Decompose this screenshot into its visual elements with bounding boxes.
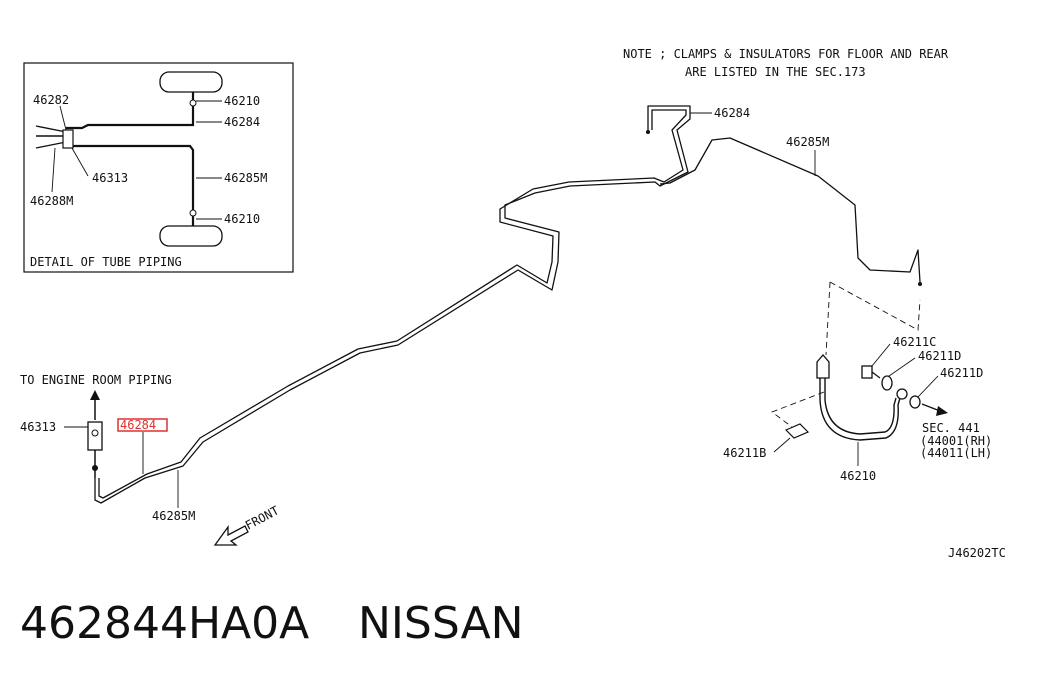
leader [773, 437, 791, 453]
leader [871, 343, 891, 367]
label-46285M-bottom: 46285M [152, 509, 195, 523]
hose-fitting-top [816, 354, 830, 379]
label-46284-top: 46284 [714, 106, 750, 120]
front-label: FRONT [243, 503, 281, 532]
front-arrow-icon [213, 524, 249, 546]
leader [888, 357, 916, 377]
connector-bolt [91, 429, 99, 437]
note-line-2: ARE LISTED IN THE SEC.173 [685, 65, 866, 79]
detail-label-46285M: 46285M [224, 171, 267, 185]
clip-46211B-icon [784, 423, 810, 439]
diagram-code: J46202TC [948, 546, 1006, 560]
detail-tube-top [66, 92, 195, 130]
detail-connector [62, 129, 74, 149]
label-46313: 46313 [20, 420, 56, 434]
label-46211D-2: 46211D [940, 366, 983, 380]
label-sec-441: SEC. 441 [922, 421, 980, 435]
connector-joint [92, 465, 98, 471]
bolt-46211C-icon [861, 365, 873, 379]
hose-46210 [819, 375, 901, 441]
brand-name: NISSAN [358, 598, 524, 649]
detail-label-46282: 46282 [33, 93, 69, 107]
label-46285M-top: 46285M [786, 135, 829, 149]
washer-46211D-icon [881, 375, 893, 391]
hose-fitting-end [896, 388, 908, 400]
label-sec-lh: (44011(LH) [920, 446, 992, 460]
main-tube [94, 105, 921, 504]
bolt-shaft [871, 371, 881, 379]
detail-label-46288M: 46288M [30, 194, 73, 208]
label-46211C: 46211C [893, 335, 936, 349]
sec-arrow-shaft [921, 403, 941, 412]
part-number: 462844HA0A [20, 598, 310, 649]
tube-end-right [918, 282, 922, 286]
detail-label-46313: 46313 [92, 171, 128, 185]
detail-caption: DETAIL OF TUBE PIPING [30, 255, 182, 269]
to-engine-room-label: TO ENGINE ROOM PIPING [20, 373, 172, 387]
detail-label-46210-top: 46210 [224, 94, 260, 108]
detail-wheel-top [159, 71, 223, 93]
label-46210: 46210 [840, 469, 876, 483]
label-46211B: 46211B [723, 446, 766, 460]
label-46284-highlight[interactable]: 46284 [120, 418, 156, 432]
detail-wheel-bottom [159, 225, 223, 247]
detail-box: 46282 46210 46284 46313 46285M 46210 462… [23, 62, 294, 273]
tube-end-top [646, 130, 650, 134]
leader [51, 147, 56, 193]
label-sec-rh: (44001(RH) [920, 434, 992, 448]
leader [71, 147, 89, 177]
leader [917, 375, 939, 398]
detail-tube-bottom [66, 144, 195, 226]
washer-46211D-2-icon [909, 395, 921, 409]
sec-arrow-icon [936, 406, 948, 416]
detail-inlet-tubes [35, 125, 67, 149]
highlight-box [117, 418, 168, 432]
detail-frame [23, 62, 294, 273]
label-46211D-1: 46211D [918, 349, 961, 363]
detail-label-46210-bottom: 46210 [224, 212, 260, 226]
detail-label-46284: 46284 [224, 115, 260, 129]
detail-joint-top [189, 99, 197, 107]
dashed-guides [771, 281, 921, 428]
leader [59, 105, 67, 131]
up-arrow-icon [90, 390, 100, 400]
note-line-1: NOTE ; CLAMPS & INSULATORS FOR FLOOR AND… [623, 47, 949, 61]
detail-joint-bottom [189, 209, 197, 217]
